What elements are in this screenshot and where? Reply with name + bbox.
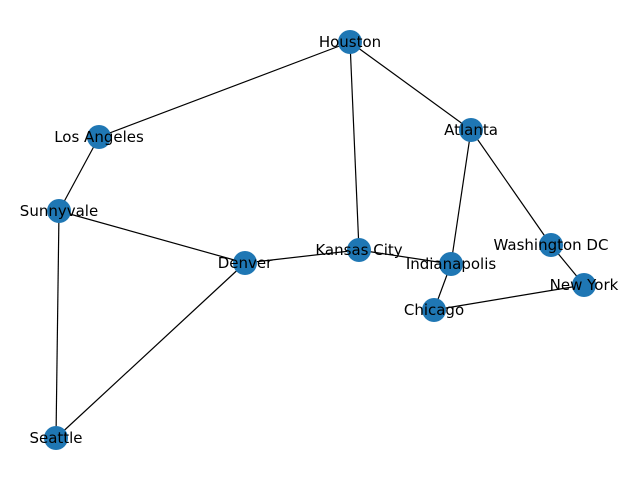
node-sunnyvale	[47, 199, 71, 223]
node-label-indianapolis: Indianapolis	[406, 255, 497, 273]
node-label-kansas-city: Kansas City	[315, 241, 402, 259]
edge-houston-kansas-city	[349, 41, 360, 251]
node-label-houston: Houston	[319, 33, 381, 51]
node-label-chicago: Chicago	[404, 301, 464, 319]
node-houston	[338, 30, 362, 54]
edge-denver-kansas-city	[244, 249, 360, 264]
node-label-washington-dc: Washington DC	[494, 236, 609, 254]
edge-atlanta-indianapolis	[450, 129, 472, 265]
edge-los-angeles-sunnyvale	[58, 136, 100, 212]
edge-houston-atlanta	[349, 41, 472, 131]
nodes-layer	[44, 30, 596, 450]
edge-houston-los-angeles	[98, 41, 351, 138]
node-new-york	[572, 273, 596, 297]
node-label-denver: Denver	[218, 254, 273, 272]
node-atlanta	[459, 118, 483, 142]
node-kansas-city	[347, 238, 371, 262]
node-label-sunnyvale: Sunnyvale	[20, 202, 98, 220]
node-indianapolis	[439, 252, 463, 276]
edge-sunnyvale-denver	[58, 210, 246, 264]
node-chicago	[422, 298, 446, 322]
edge-atlanta-washington-dc	[470, 129, 552, 246]
node-seattle	[44, 426, 68, 450]
node-label-seattle: Seattle	[29, 429, 82, 447]
node-label-atlanta: Atlanta	[444, 121, 498, 139]
edge-sunnyvale-seattle	[55, 210, 60, 439]
node-label-new-york: New York	[550, 276, 619, 294]
edge-kansas-city-indianapolis	[358, 249, 452, 265]
node-label-los-angeles: Los Angeles	[54, 128, 144, 146]
node-los-angeles	[87, 125, 111, 149]
edge-chicago-new-york	[433, 284, 585, 311]
node-washington-dc	[539, 233, 563, 257]
node-denver	[233, 251, 257, 275]
edge-denver-seattle	[55, 262, 246, 439]
